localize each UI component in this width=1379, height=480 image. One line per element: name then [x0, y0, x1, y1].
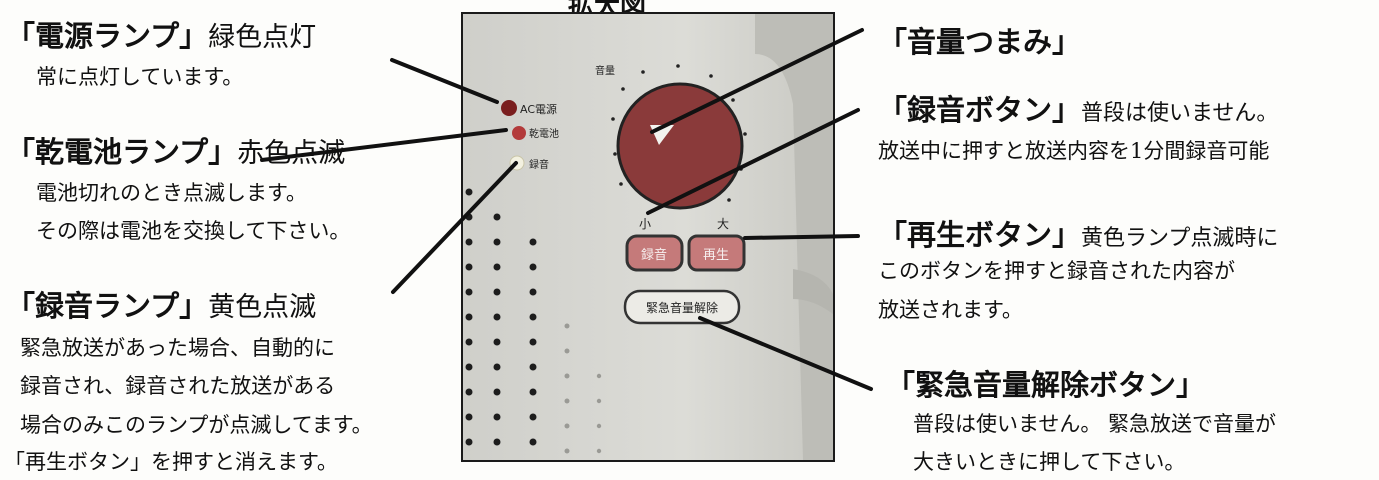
battery-lamp-status: 赤色点滅	[237, 138, 346, 169]
power-lamp-heading: 「電源ランプ」緑色点灯	[6, 19, 317, 53]
volume-min-label: 小	[639, 217, 651, 231]
ac-power-label: AC電源	[520, 102, 557, 116]
volume-knob-title: 「音量つまみ」	[878, 25, 1082, 59]
device-illustration: AC電源 乾電池 録音 音量 小 大 録音 再生 緊急音量解除	[463, 14, 833, 460]
record-button-label: 録音	[641, 247, 667, 263]
play-button-desc-1: このボタンを押すと録音された内容が	[878, 259, 1235, 283]
play-button-label: 再生	[703, 248, 729, 263]
power-lamp-desc-1: 常に点灯しています。	[36, 65, 244, 89]
play-button-title: 「再生ボタン」	[878, 218, 1082, 252]
record-button[interactable]	[625, 234, 684, 272]
record-lamp-desc-2: 録音され、録音された放送がある	[20, 374, 336, 398]
record-lamp-desc-4: 「再生ボタン」を押すと消えます。	[4, 450, 338, 474]
emergency-volume-release-button[interactable]	[623, 289, 741, 325]
record-button-status: 普段は使いません。	[1081, 101, 1279, 126]
battery-lamp-heading: 「乾電池ランプ」赤色点滅	[6, 135, 346, 169]
battery-lamp	[512, 126, 526, 140]
record-lamp-status: 黄色点滅	[208, 292, 317, 323]
record-button-title: 「録音ボタン」	[878, 93, 1082, 127]
play-button[interactable]	[687, 234, 746, 272]
power-lamp-title: 「電源ランプ」	[6, 19, 209, 53]
play-button-status: 黄色ランプ点滅時に	[1081, 226, 1279, 251]
battery-label: 乾電池	[529, 127, 559, 140]
emergency-button-desc-2: 大きいときに押して下さい。	[913, 450, 1186, 474]
power-lamp	[501, 100, 517, 116]
speaker-grille-light	[564, 323, 602, 454]
record-button-desc-1: 放送中に押すと放送内容を1分間録音可能	[878, 139, 1270, 163]
record-lamp-title: 「録音ランプ」	[6, 289, 209, 323]
record-lamp-desc-1: 緊急放送があった場合、自動的に	[20, 336, 335, 360]
device-photo: AC電源 乾電池 録音 音量 小 大 録音 再生 緊急音量解除	[461, 12, 835, 462]
record-lamp	[509, 155, 525, 171]
record-lamp-heading: 「録音ランプ」黄色点滅	[6, 289, 317, 323]
volume-scale-label: 音量	[595, 64, 615, 77]
power-lamp-status: 緑色点灯	[208, 22, 317, 53]
emergency-button-desc-1: 普段は使いません。 緊急放送で音量が	[913, 412, 1277, 436]
volume-knob[interactable]	[616, 82, 744, 210]
play-button-desc-2: 放送されます。	[878, 298, 1023, 322]
play-button-heading: 「再生ボタン」黄色ランプ点滅時に	[878, 221, 1278, 250]
record-lamp-desc-3: 場合のみこのランプが点滅してます。	[20, 413, 373, 437]
battery-lamp-desc-1: 電池切れのとき点滅します。	[36, 181, 307, 205]
battery-lamp-title: 「乾電池ランプ」	[6, 135, 238, 169]
emergency-button-label: 緊急音量解除	[646, 300, 718, 315]
emergency-button-title: 「緊急音量解除ボタン」	[886, 368, 1206, 402]
record-label: 録音	[529, 158, 549, 171]
record-button-heading: 「録音ボタン」普段は使いません。	[878, 96, 1278, 125]
battery-lamp-desc-2: その際は電池を交換して下さい。	[36, 219, 351, 243]
volume-max-label: 大	[717, 217, 729, 231]
device-strap	[793, 269, 833, 314]
